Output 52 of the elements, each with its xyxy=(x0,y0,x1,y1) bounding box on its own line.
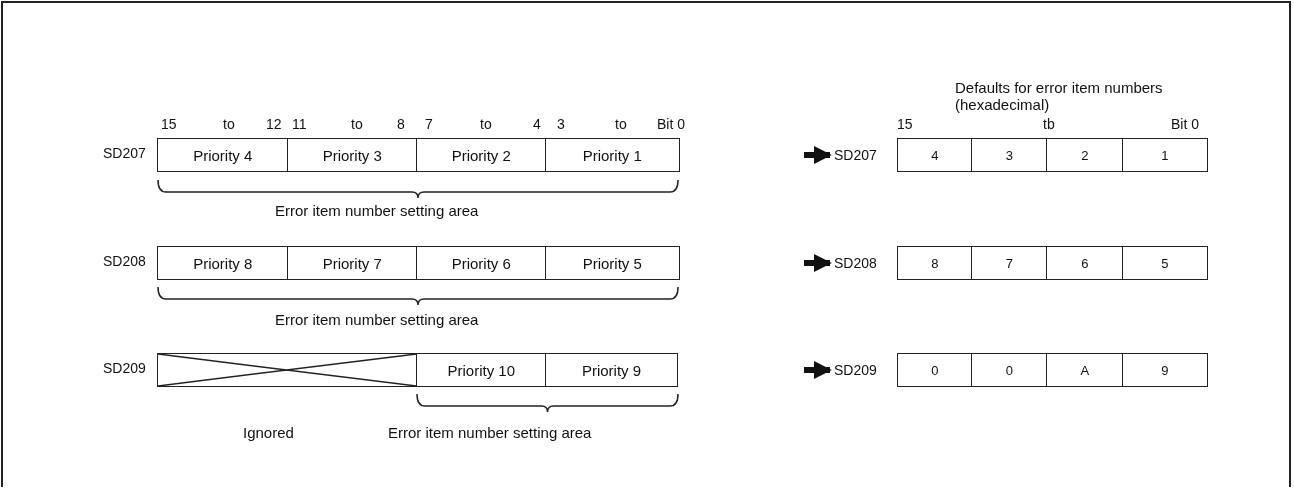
annotation: 15 xyxy=(161,117,177,133)
bit-field-cell: 4 xyxy=(897,138,973,172)
register-label: SD207 xyxy=(834,147,877,163)
bit-field-cell: 1 xyxy=(1122,138,1208,172)
annotation: 8 xyxy=(397,117,405,133)
annotation: Error item number setting area xyxy=(275,312,479,329)
arrow xyxy=(804,254,832,272)
annotation: to xyxy=(351,117,363,133)
bit-field-cell: 0 xyxy=(971,353,1048,387)
annotation: SD208 xyxy=(103,254,146,270)
annotation: 4 xyxy=(533,117,541,133)
annotation: 3 xyxy=(557,117,565,133)
bit-field-cell: Priority 9 xyxy=(545,353,678,387)
annotation: SD209 xyxy=(103,361,146,377)
bit-field-cell: Priority 2 xyxy=(416,138,547,172)
annotation: Error item number setting area xyxy=(275,203,479,220)
bit-field-cell: Priority 1 xyxy=(545,138,680,172)
annotation: tb xyxy=(1043,117,1055,133)
bit-field-cell: Priority 7 xyxy=(287,246,418,280)
annotation: 7 xyxy=(425,117,433,133)
bit-field-cell: Priority 10 xyxy=(416,353,547,387)
bit-field-cell: Priority 6 xyxy=(416,246,547,280)
register-label: SD208 xyxy=(834,255,877,271)
bit-field-cell: 7 xyxy=(971,246,1048,280)
arrow xyxy=(804,361,832,379)
bit-field-cell: 3 xyxy=(971,138,1048,172)
bit-field-cell: A xyxy=(1046,353,1124,387)
annotation: 15 xyxy=(897,117,913,133)
bit-field-cell: 2 xyxy=(1046,138,1124,172)
annotation: SD207 xyxy=(103,146,146,162)
annotation: 11 xyxy=(292,117,307,133)
bit-field-cell: Priority 5 xyxy=(545,246,680,280)
bit-field-cell: Priority 3 xyxy=(287,138,418,172)
heading: Defaults for error item numbers (hexadecimal) xyxy=(955,80,1164,113)
arrow xyxy=(804,146,832,164)
annotation: to xyxy=(615,117,627,133)
bit-field-cell: 6 xyxy=(1046,246,1124,280)
annotation: Error item number setting area xyxy=(388,425,592,442)
annotation: to xyxy=(223,117,235,133)
bit-field-cell: 0 xyxy=(897,353,973,387)
bit-field-cell: 9 xyxy=(1122,353,1208,387)
annotation: Bit 0 xyxy=(657,117,685,133)
bit-field-cell: 5 xyxy=(1122,246,1208,280)
crossed-out-field xyxy=(157,353,418,387)
bit-field-cell: Priority 4 xyxy=(157,138,289,172)
annotation: 12 xyxy=(266,117,282,133)
annotation: Bit 0 xyxy=(1171,117,1199,133)
register-label: SD209 xyxy=(834,362,877,378)
bit-field-cell: Priority 8 xyxy=(157,246,289,280)
annotation: Ignored xyxy=(243,425,294,442)
bit-field-cell: 8 xyxy=(897,246,973,280)
annotation: to xyxy=(480,117,492,133)
